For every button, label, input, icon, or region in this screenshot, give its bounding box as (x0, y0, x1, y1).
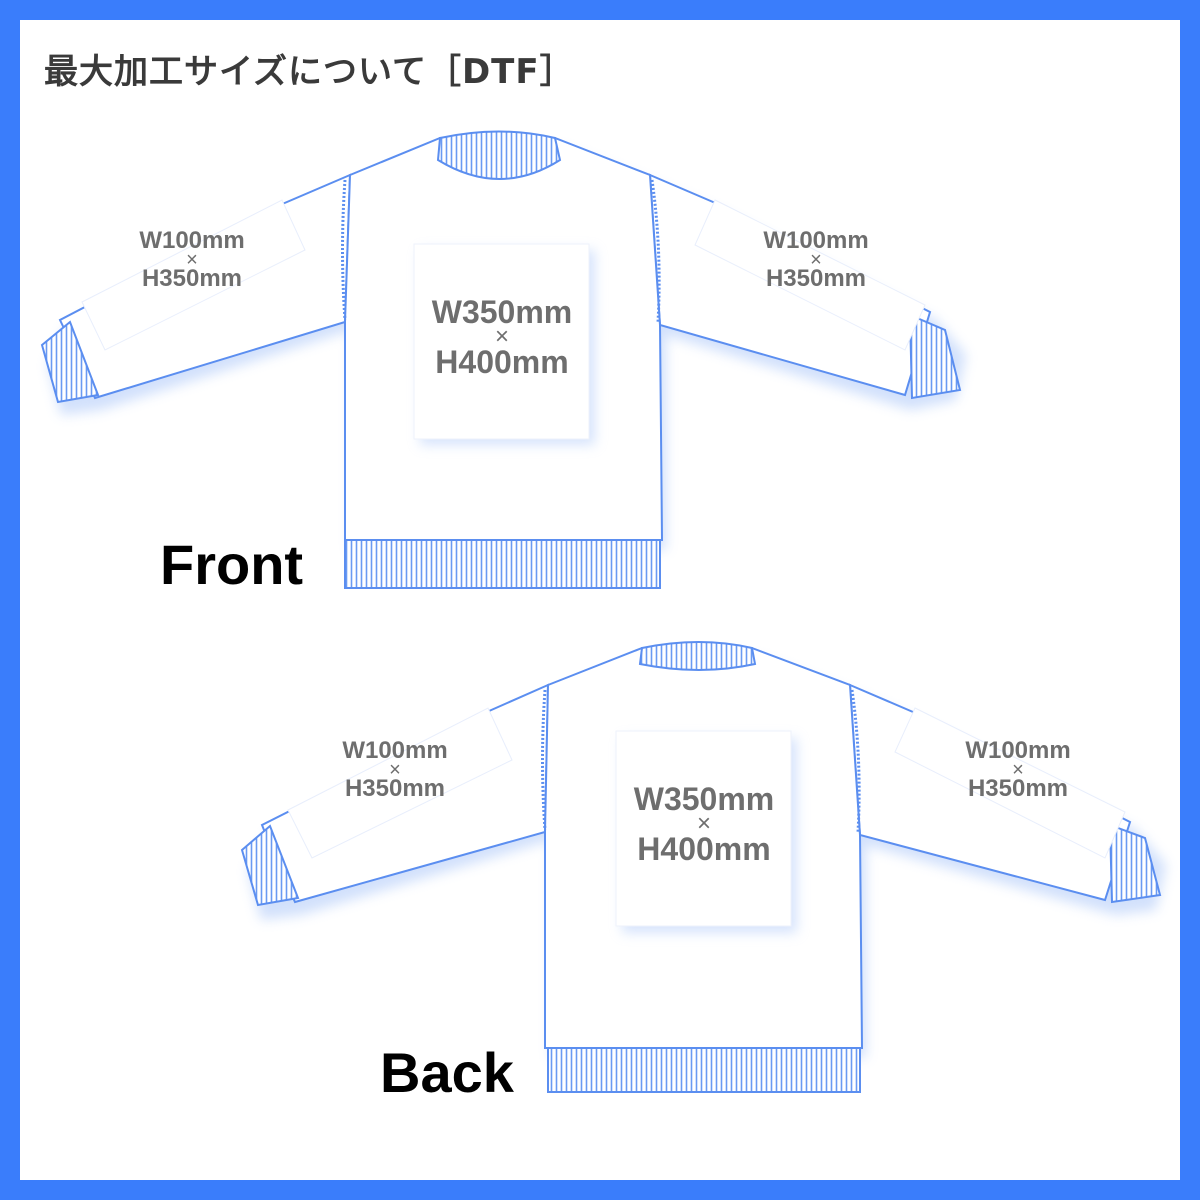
front-body-size: W350mm × H400mm (402, 296, 602, 378)
back-body-print-area (615, 730, 792, 927)
page-title: 最大加工サイズについて［DTF］ (44, 52, 575, 92)
size-height: H400mm (435, 344, 569, 380)
size-width: W100mm (965, 737, 1071, 764)
back-right-sleeve-print-area (894, 707, 1126, 859)
times-sign: × (810, 249, 822, 271)
times-sign: × (389, 759, 401, 781)
front-sweatshirt (40, 130, 966, 589)
back-body-size: W350mm × H400mm (604, 783, 804, 865)
back-hem-rib (547, 1047, 861, 1093)
front-view-label: Front (160, 533, 304, 596)
front-right-cuff (908, 313, 962, 400)
back-right-cuff (1108, 823, 1162, 904)
size-width: W100mm (139, 227, 245, 254)
size-height: H400mm (637, 831, 771, 867)
back-collar-rib (638, 641, 757, 671)
front-left-sleeve-print-area (81, 199, 306, 351)
front-left-sleeve-size: W100mm × H350mm (112, 227, 272, 292)
size-width: W350mm (633, 781, 775, 817)
front-right-sleeve-print-area (694, 199, 926, 351)
front-right-sleeve-size: W100mm × H350mm (736, 227, 896, 292)
size-width: W100mm (763, 227, 869, 254)
front-hem-rib (344, 539, 661, 589)
size-height: H350mm (967, 775, 1069, 802)
size-width: W100mm (342, 737, 448, 764)
times-sign: × (186, 249, 198, 271)
front-left-cuff (40, 320, 100, 404)
size-height: H350mm (141, 265, 243, 292)
times-sign: × (696, 810, 711, 837)
times-sign: × (1012, 759, 1024, 781)
back-view-label: Back (380, 1041, 514, 1104)
front-body-print-area (413, 243, 590, 440)
back-left-sleeve-size: W100mm × H350mm (315, 737, 475, 802)
size-height: H350mm (765, 265, 867, 292)
back-left-sleeve-print-area (287, 707, 513, 859)
times-sign: × (494, 323, 509, 350)
back-right-sleeve-size: W100mm × H350mm (938, 737, 1098, 802)
size-width: W350mm (431, 294, 573, 330)
front-collar-rib (436, 130, 562, 180)
back-left-cuff (240, 824, 300, 907)
back-sweatshirt (240, 641, 1166, 1093)
size-height: H350mm (344, 775, 446, 802)
